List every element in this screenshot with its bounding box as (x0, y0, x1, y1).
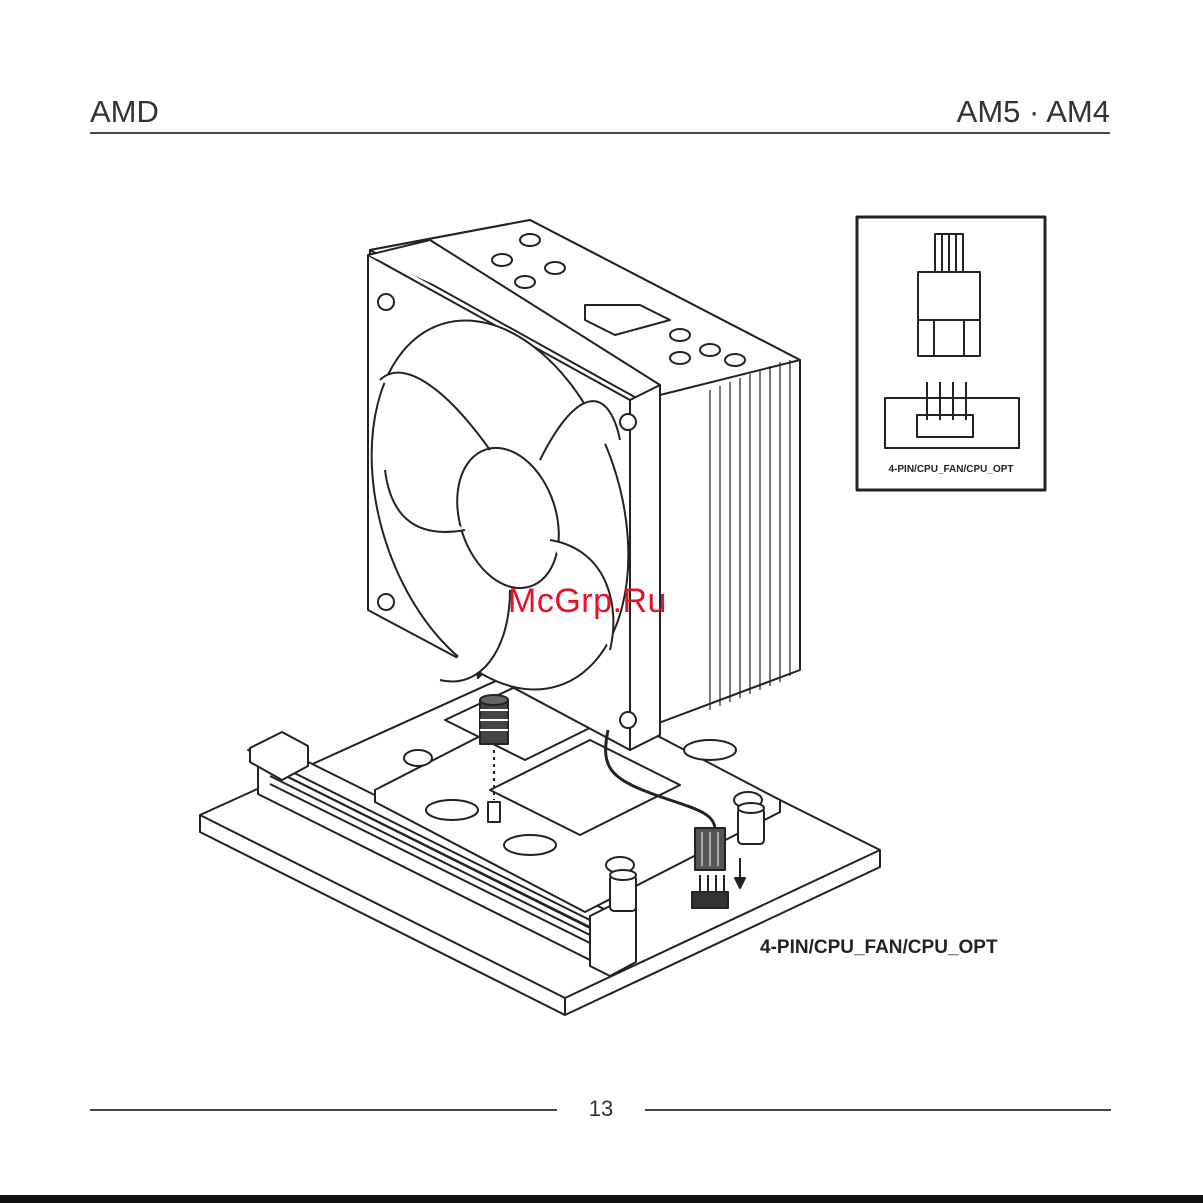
bottom-edge (0, 1195, 1203, 1203)
brand-label: AMD (90, 94, 159, 130)
watermark: McGrp.Ru (508, 582, 667, 621)
socket-label: AM5 · AM4 (957, 94, 1110, 130)
page-number: 13 (557, 1096, 645, 1122)
inset-header-label: 4-PIN/CPU_FAN/CPU_OPT (888, 464, 1013, 475)
cooler-installation-diagram: 4-PIN/CPU_FAN/CPU_OPT 4-PIN/CPU_FAN/CPU_… (190, 210, 1070, 1040)
footer-divider-left (90, 1109, 557, 1111)
fan-header-label: 4-PIN/CPU_FAN/CPU_OPT (760, 937, 998, 958)
footer-divider-right (645, 1109, 1111, 1111)
connector-inset (857, 217, 1045, 490)
page-header: AMD AM5 · AM4 (90, 92, 1110, 134)
